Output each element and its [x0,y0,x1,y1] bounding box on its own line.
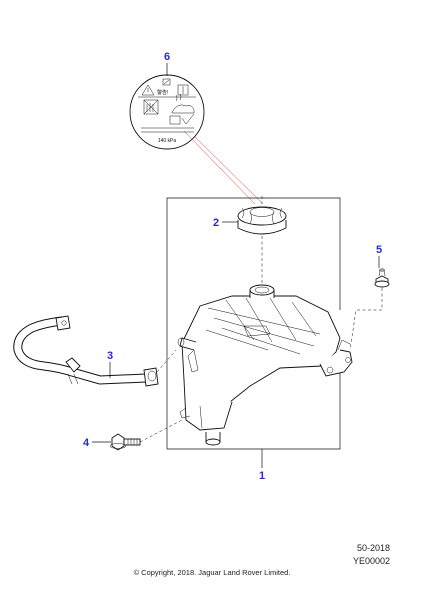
projection-line-b [194,136,263,204]
cap-label-part: 警告! 140 kPa [129,74,205,150]
fastener-nut-part [374,268,390,288]
no-open-hot-icon [143,99,159,115]
assembly-bracket [166,197,341,450]
callout-5: 5 [376,244,382,256]
diagram-date-code: 50-2018 [356,543,390,553]
hot-steam-icon [171,104,195,114]
hose-centerline [156,349,177,373]
check-icon [181,113,195,125]
copyright-notice: © Copyright, 2018. Jaguar Land Rover Lim… [133,568,291,577]
label-pressure: 140 kPa [158,138,177,144]
diagram-figure-id: YE00002 [352,556,390,566]
nut-centerline [349,288,383,351]
callout-6: 6 [164,51,170,63]
expansion-tank-part [177,284,353,446]
warning-triangle-icon [141,84,155,96]
pressure-cap-part [237,196,287,235]
callout-4: 4 [83,437,90,449]
label-warning-text: 警告! [157,89,168,96]
bolt-centerline [139,419,183,443]
projection-line-a [183,130,256,205]
callout-2: 2 [213,217,219,229]
callout-1: 1 [259,470,265,482]
book-icon [177,84,189,96]
coolant-hose-part [13,315,159,387]
bolt-part [109,433,141,451]
label-icon-top [162,78,171,86]
callout-3: 3 [107,350,113,362]
hose-clip [65,357,81,373]
